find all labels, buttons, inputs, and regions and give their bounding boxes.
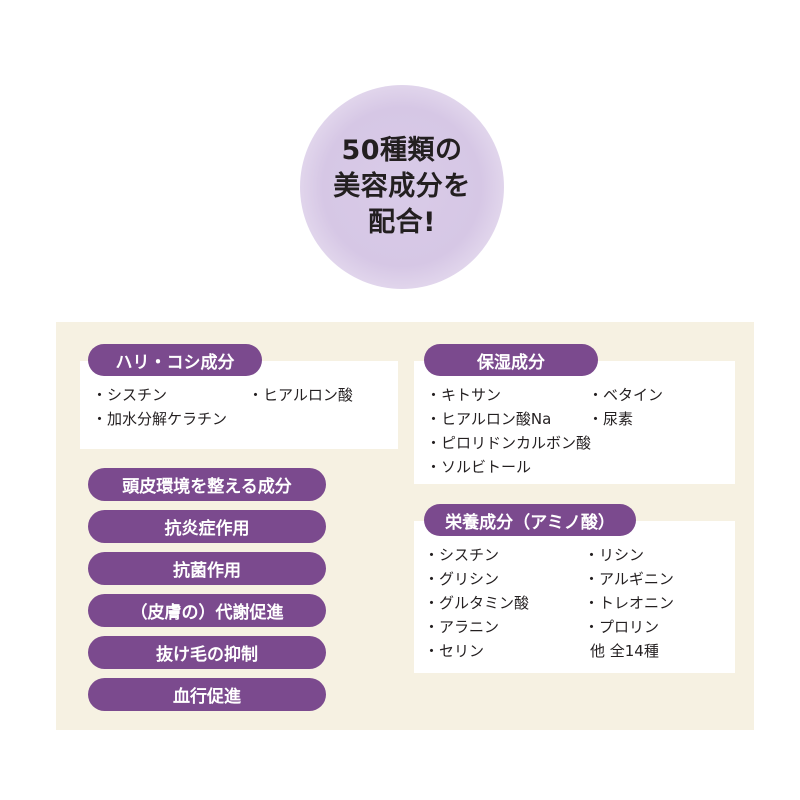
firmness-item: ・ヒアルロン酸 — [248, 386, 353, 404]
nutrition-item: ・シスチン — [424, 546, 500, 564]
scalp-effect-pill: 抗菌作用 — [88, 552, 326, 585]
nutrition-item: 他 全14種 — [590, 642, 659, 660]
firmness-title: ハリ・コシ成分 — [88, 344, 262, 376]
firmness-item: ・シスチン — [92, 386, 168, 404]
nutrition-item: ・プロリン — [584, 618, 660, 636]
nutrition-item: ・アルギニン — [584, 570, 674, 588]
nutrition-item: ・リシン — [584, 546, 645, 564]
moisture-item: ・ソルビトール — [426, 458, 532, 476]
headline-line-1: 50種類の — [341, 135, 463, 166]
moisture-item: ・尿素 — [588, 410, 634, 428]
scalp-effect-pill: （皮膚の）代謝促進 — [88, 594, 326, 627]
scalp-effect-pill: 抗炎症作用 — [88, 510, 326, 543]
scalp-effect-pill: 抜け毛の抑制 — [88, 636, 326, 669]
moisture-box — [414, 361, 735, 484]
scalp-effect-pill: 血行促進 — [88, 678, 326, 711]
moisture-item: ・ヒアルロン酸Na — [426, 410, 552, 428]
moisture-item: ・ピロリドンカルボン酸 — [426, 434, 592, 452]
headline-line-3: 配合! — [368, 207, 436, 238]
firmness-item: ・加水分解ケラチン — [92, 410, 228, 428]
headline-circle: 50種類の 美容成分を 配合! — [300, 85, 504, 289]
scalp-effect-pill: 頭皮環境を整える成分 — [88, 468, 326, 501]
moisture-item: ・ベタイン — [588, 386, 664, 404]
headline-line-2: 美容成分を — [333, 171, 471, 202]
moisture-item: ・キトサン — [426, 386, 502, 404]
nutrition-item: ・グルタミン酸 — [424, 594, 530, 612]
nutrition-item: ・セリン — [424, 642, 485, 660]
nutrition-item: ・グリシン — [424, 570, 500, 588]
moisture-title: 保湿成分 — [424, 344, 598, 376]
nutrition-title: 栄養成分（アミノ酸） — [424, 504, 636, 536]
nutrition-item: ・トレオニン — [584, 594, 675, 612]
nutrition-box — [414, 521, 735, 673]
nutrition-item: ・アラニン — [424, 618, 500, 636]
